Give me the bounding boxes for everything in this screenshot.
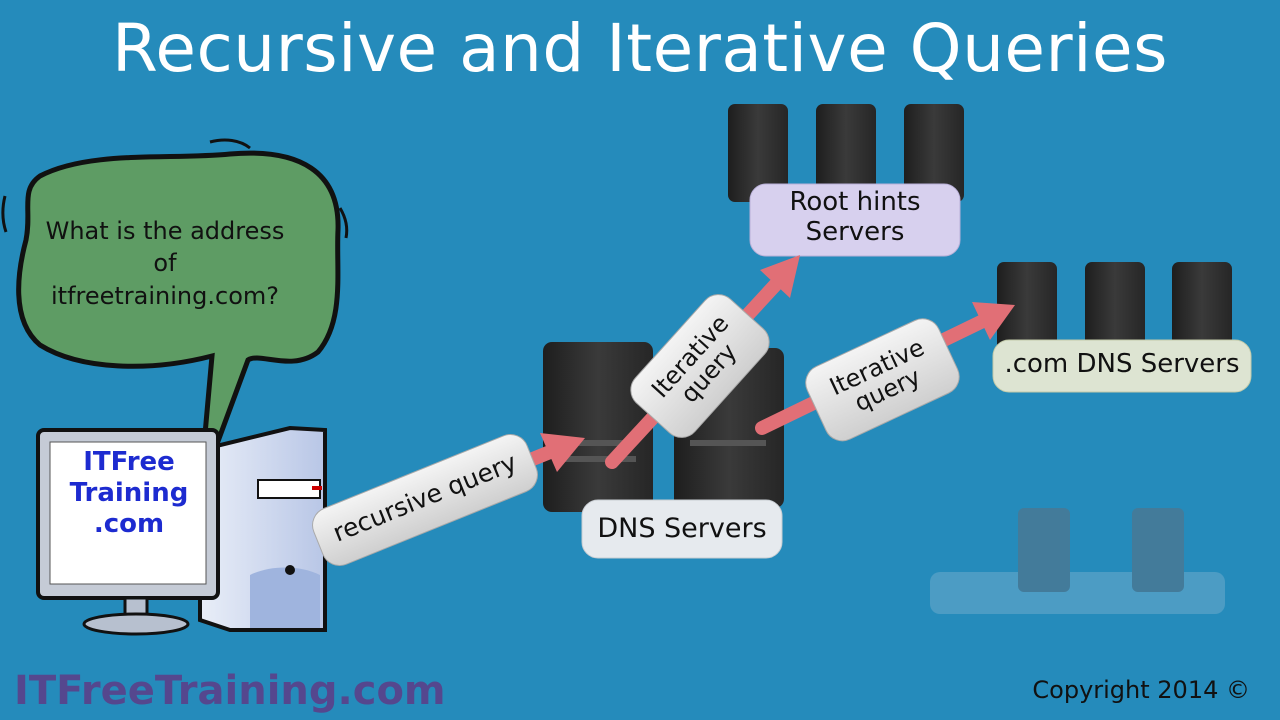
copyright-text: Copyright 2014 ©	[1032, 676, 1250, 704]
monitor-screen-text: ITFree Training .com	[54, 447, 204, 541]
slide-title: Recursive and Iterative Queries	[112, 10, 1168, 87]
com-server-group	[997, 262, 1232, 352]
com-dns-servers-label: .com DNS Servers	[1004, 349, 1240, 379]
speech-bubble	[1, 138, 349, 491]
root-hints-label: Root hints Servers	[750, 187, 960, 248]
monitor-line-2: Training	[69, 478, 189, 509]
monitor-line-3: .com	[93, 509, 165, 540]
root-hints-line-1: Root hints	[789, 187, 921, 217]
root-hints-server-group	[728, 104, 964, 202]
faded-server-group	[930, 508, 1225, 614]
dns-servers-label: DNS Servers	[597, 513, 767, 544]
speech-bubble-text: What is the address of itfreetraining.co…	[45, 217, 285, 310]
monitor-line-1: ITFree	[83, 447, 175, 477]
brand-logo-text: ITFreeTraining.com	[14, 668, 446, 714]
workstation	[36, 425, 327, 636]
root-hints-line-2: Servers	[805, 216, 905, 247]
